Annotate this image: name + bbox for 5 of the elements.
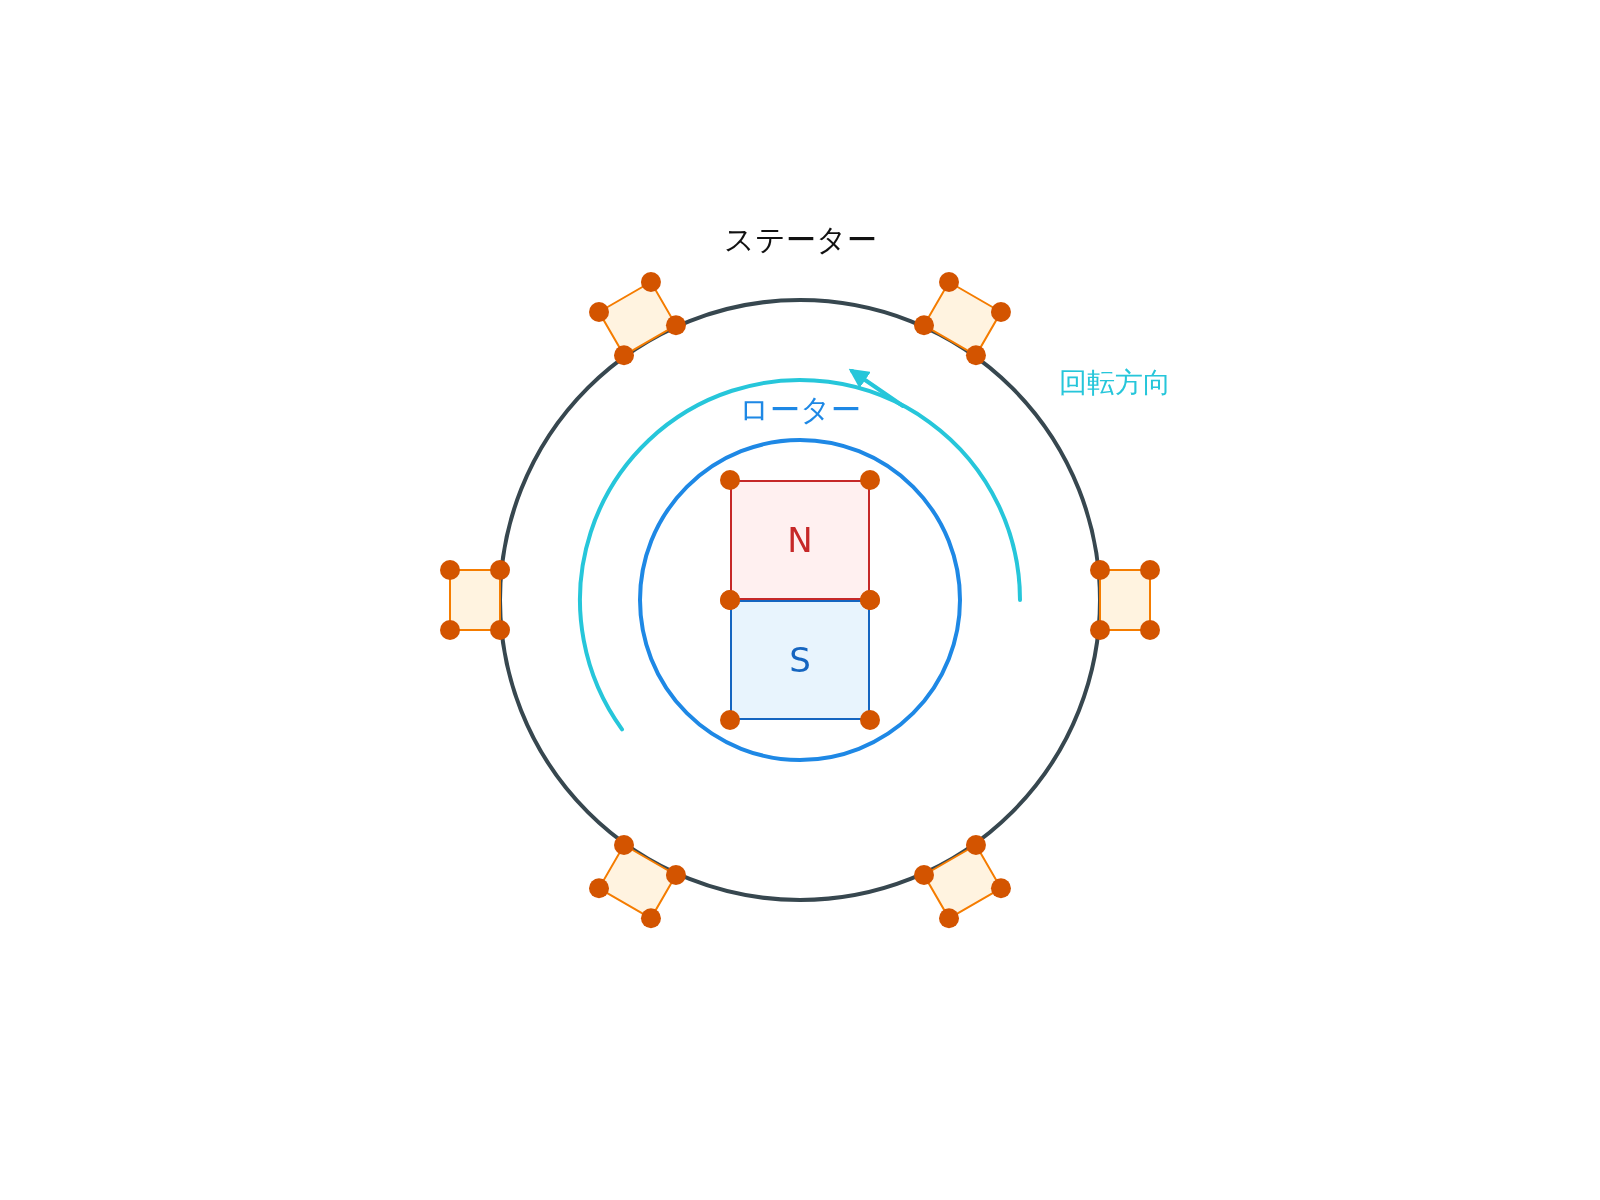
- north-pole-block: N: [730, 480, 870, 600]
- rotor-label: ローター: [739, 391, 861, 429]
- rotation-direction-label: 回転方向: [1059, 365, 1171, 401]
- south-pole-block: S: [730, 600, 870, 720]
- stator-label: ステーター: [723, 221, 877, 259]
